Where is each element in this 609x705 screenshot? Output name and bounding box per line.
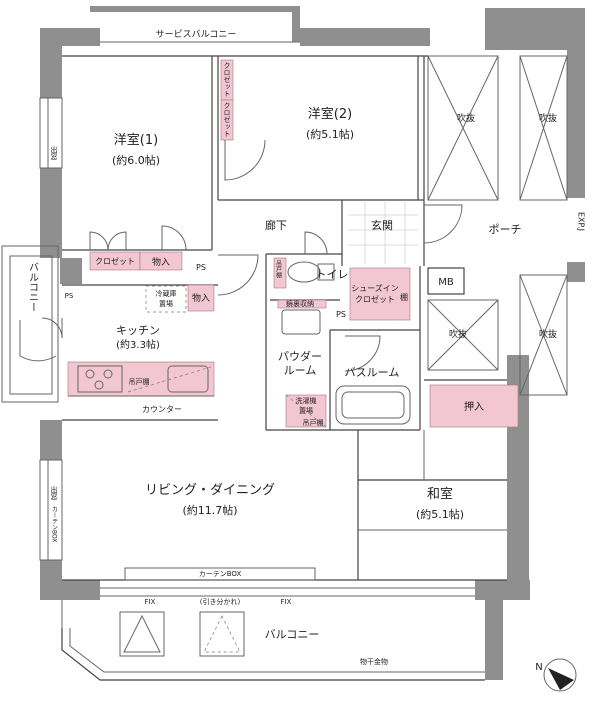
labels: サービスバルコニー 洋室(1) (約6.0帖) 洋室(2) (約5.1帖) クロ… bbox=[27, 29, 586, 666]
storage-label-2: 物入 bbox=[192, 292, 210, 304]
powder-room-label-2: ルーム bbox=[284, 364, 317, 377]
north-compass: N bbox=[535, 658, 577, 692]
ps-label-3: PS bbox=[336, 310, 346, 319]
void-label-4: 吹抜 bbox=[539, 328, 557, 340]
japanese-room-area: (約5.1帖) bbox=[416, 507, 464, 521]
western-room-1-label: 洋室(1) bbox=[114, 132, 158, 148]
sliding-label: (引き分かれ) bbox=[200, 597, 241, 606]
fridge-label-2: 置場 bbox=[159, 299, 173, 308]
shoes-in-closet-label-2: クロゼット bbox=[355, 294, 395, 304]
ps-label-1: PS bbox=[196, 263, 206, 272]
void-label-3: 吹抜 bbox=[449, 328, 467, 340]
counter-label: カウンター bbox=[142, 405, 182, 414]
western-room-2-label: 洋室(2) bbox=[308, 106, 352, 122]
fix-label-1: FIX bbox=[145, 598, 156, 606]
curtain-box-label: カーテンBOX bbox=[199, 570, 242, 578]
void-label-2: 吹抜 bbox=[539, 112, 557, 124]
fridge-label-1: 冷蔵庫 bbox=[156, 289, 177, 298]
living-dining-area: (約11.7帖) bbox=[182, 503, 237, 517]
closet-oshiire-label: 押入 bbox=[464, 400, 484, 413]
north-icon: N bbox=[535, 662, 542, 673]
bathroom-label: バスルーム bbox=[345, 366, 400, 379]
toilet-label: トイレ bbox=[316, 268, 349, 281]
western-room-2-area: (約5.1帖) bbox=[306, 127, 354, 141]
closet-label: クロゼット bbox=[95, 256, 135, 266]
western-room-1-area: (約6.0帖) bbox=[112, 153, 160, 167]
fix-label-2: FIX bbox=[281, 598, 292, 606]
door-swings bbox=[19, 139, 463, 372]
service-balcony-label: サービスバルコニー bbox=[156, 29, 237, 40]
mb-label: MB bbox=[438, 277, 454, 288]
storage-label-1: 物入 bbox=[152, 256, 170, 268]
powder-room-label-1: パウダー bbox=[278, 349, 322, 363]
closet-label-vertical-1: クロゼット bbox=[223, 62, 231, 97]
hallway-label: 廊下 bbox=[265, 218, 287, 232]
bay-window-label-2: 出窓 bbox=[50, 485, 58, 500]
exp-j-label: EXP.J bbox=[577, 212, 586, 231]
porch-label: ポーチ bbox=[489, 223, 522, 236]
wall-cabinet-label-1: 吊戸棚 bbox=[129, 377, 150, 386]
voids bbox=[427, 55, 568, 396]
bay-window-label-1: 出窓 bbox=[50, 145, 58, 160]
fixtures bbox=[68, 202, 507, 657]
void-label-1: 吹抜 bbox=[457, 112, 475, 124]
kitchen-label: キッチン bbox=[116, 324, 160, 337]
balcony-label-vertical: バルコニー bbox=[27, 262, 39, 312]
inner-walls bbox=[1, 41, 507, 681]
entrance-label: 玄関 bbox=[371, 218, 393, 232]
shoes-in-closet-label-1: シューズイン bbox=[351, 283, 399, 293]
kitchen-area: (約3.3帖) bbox=[116, 338, 160, 351]
washer-label-2: 置場 bbox=[299, 406, 313, 415]
closet-label-vertical-2: クロゼット bbox=[223, 102, 231, 137]
ps-label-2: PS bbox=[65, 292, 74, 300]
curtain-box-label-vertical: カーテンBOX bbox=[51, 506, 58, 542]
wall-cabinet-label-3: 吊戸棚 bbox=[303, 418, 324, 427]
windows bbox=[39, 97, 475, 597]
shelf-label: 棚 bbox=[400, 292, 408, 302]
japanese-room-label: 和室 bbox=[427, 486, 453, 502]
clothes-hanger-label: 物干金物 bbox=[360, 657, 388, 666]
living-dining-label: リビング・ダイニング bbox=[145, 483, 275, 498]
washer-label-1: 洗濯機 bbox=[296, 396, 317, 405]
balcony-label: バルコニー bbox=[265, 628, 320, 641]
wall-cabinet-label-2: 吊戸棚 bbox=[275, 260, 282, 279]
vanity-storage-label: 鏡裏収納 bbox=[286, 299, 314, 308]
